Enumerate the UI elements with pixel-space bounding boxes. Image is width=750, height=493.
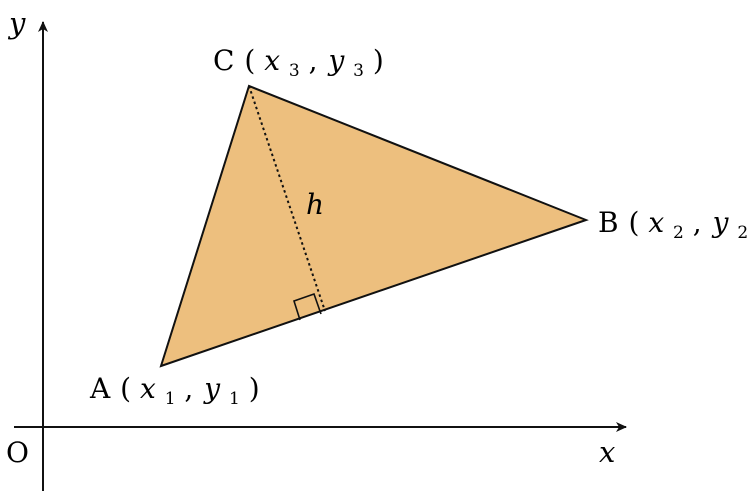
origin-label: O bbox=[6, 436, 29, 469]
vertex-b-open-paren: ( bbox=[628, 206, 639, 239]
vertex-b-comma: , bbox=[693, 206, 702, 239]
vertex-b-x-var: x bbox=[648, 206, 664, 239]
vertex-c-y-var: y bbox=[326, 44, 345, 77]
vertex-c-label: C ( x 3 , y 3 ) bbox=[213, 44, 384, 83]
vertex-a-x-var: x bbox=[140, 372, 156, 405]
vertex-a-name: A bbox=[89, 372, 111, 405]
vertex-b-y-sub: 2 bbox=[737, 223, 748, 243]
vertex-b-x-sub: 2 bbox=[673, 223, 684, 243]
vertex-c-name: C bbox=[213, 44, 234, 77]
vertex-c-close-paren: ) bbox=[373, 44, 384, 77]
height-line bbox=[248, 85, 326, 312]
vertex-c-comma: , bbox=[309, 44, 318, 77]
vertex-c-open-paren: ( bbox=[244, 44, 255, 77]
vertex-c-y-sub: 3 bbox=[353, 61, 364, 81]
vertex-c-x-var: x bbox=[264, 44, 280, 77]
height-label: h bbox=[306, 188, 324, 221]
vertex-a-y-var: y bbox=[202, 372, 221, 405]
vertex-c-x-sub: 3 bbox=[289, 61, 300, 81]
vertex-a-open-paren: ( bbox=[120, 372, 131, 405]
vertex-b-name: B bbox=[598, 206, 619, 239]
vertex-b-label: B ( x 2 , y 2 ) bbox=[598, 206, 750, 245]
vertex-a-x-sub: 1 bbox=[165, 389, 176, 409]
x-axis-label: x bbox=[599, 435, 615, 469]
y-axis-label: y bbox=[7, 6, 26, 40]
vertex-a-label: A ( x 1 , y 1 ) bbox=[89, 372, 260, 411]
vertex-b-y-var: y bbox=[711, 206, 730, 239]
vertex-a-y-sub: 1 bbox=[229, 389, 240, 409]
right-angle-marker bbox=[293, 292, 322, 321]
vertex-a-close-paren: ) bbox=[249, 372, 260, 405]
vertex-a-comma: , bbox=[184, 372, 193, 405]
triangle bbox=[159, 84, 589, 368]
